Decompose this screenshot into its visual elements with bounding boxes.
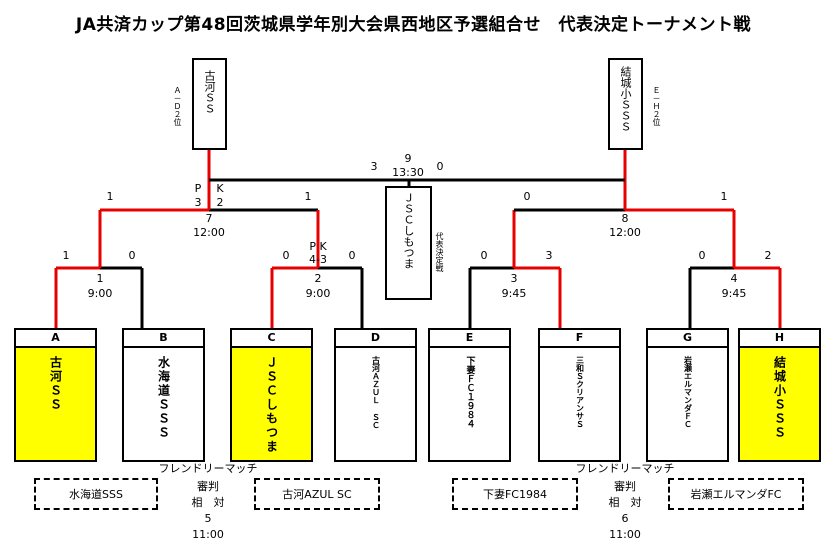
friendly-left-number: 5	[204, 512, 212, 525]
team-h-name: 結城小ＳＳＳ	[772, 356, 787, 440]
team-b-name: 水海道ＳＳＳ	[156, 356, 171, 440]
rep-center-box: ＪＳＣしもつま	[385, 186, 432, 300]
m7-pk-left: 3	[194, 196, 202, 209]
team-h: H 結城小ＳＳＳ	[738, 328, 821, 462]
friendly-left-ref-value: 相 対	[191, 496, 225, 509]
m9-score-left: 3	[370, 160, 378, 173]
team-h-letter: H	[740, 330, 819, 348]
m4-number: 4	[730, 272, 738, 285]
rep-right-name: 結城小ＳＳＳ	[619, 66, 632, 132]
friendly-left-team-a: 水海道SSS	[34, 478, 158, 510]
friendly-right-team-a-name: 下妻FC1984	[482, 488, 547, 501]
m9-number: 9	[404, 152, 412, 165]
rep-center-name: ＪＳＣしもつま	[402, 192, 415, 269]
team-e: E 下妻ＦＣ１９８４	[428, 328, 511, 462]
rep-right-label: Ｅ－Ｈ２位	[652, 86, 661, 126]
team-b: B 水海道ＳＳＳ	[122, 328, 205, 462]
m3-time: 9:45	[501, 287, 527, 300]
m3-score-left: 0	[480, 249, 488, 262]
friendly-right-ref-value: 相 対	[608, 496, 642, 509]
friendly-left-team-b-name: 古河AZUL SC	[282, 488, 352, 501]
m9-score-right: 0	[436, 160, 444, 173]
m1-score-left: 1	[62, 249, 70, 262]
m8-number: 8	[621, 212, 629, 225]
friendly-right-number: 6	[621, 512, 629, 525]
rep-left-label: Ａ－Ｄ２位	[173, 86, 182, 126]
page-title: JA共済カップ第48回茨城県学年別大会県西地区予選組合せ 代表決定トーナメント戦	[75, 15, 752, 35]
m9-time: 13:30	[392, 166, 424, 179]
friendly-left-team-a-name: 水海道SSS	[69, 488, 123, 501]
team-c-name: ＪＳＣしもつま	[264, 356, 279, 454]
team-d: D 古河ＡＺＵＬ ＳＣ	[334, 328, 417, 462]
m7-time: 12:00	[193, 226, 225, 239]
m7-score-right: 1	[304, 190, 312, 203]
m7-pk-label-right: K	[216, 182, 224, 195]
m4-time: 9:45	[721, 287, 747, 300]
friendly-right-team-a: 下妻FC1984	[452, 478, 578, 510]
friendly-left-heading: フレンドリーマッチ	[158, 462, 258, 475]
m1-time: 9:00	[87, 287, 113, 300]
friendly-left-ref-label: 審判	[197, 480, 219, 493]
team-d-letter: D	[336, 330, 415, 348]
team-f: F 三和ＳクリアンサＳ	[538, 328, 621, 462]
m1-number: 1	[96, 272, 104, 285]
m2-score-left: 0	[282, 249, 290, 262]
m3-number: 3	[510, 272, 518, 285]
m2-score-right: 0	[348, 249, 356, 262]
friendly-right-team-b-name: 岩瀬エルマンダFC	[690, 488, 782, 501]
m3-score-right: 3	[545, 249, 553, 262]
team-f-letter: F	[540, 330, 619, 348]
m2-time: 9:00	[305, 287, 331, 300]
friendly-right-ref-label: 審判	[614, 480, 636, 493]
m2-pk-score: 4-3	[309, 253, 327, 266]
team-g-letter: G	[648, 330, 727, 348]
team-b-letter: B	[124, 330, 203, 348]
team-g-name: 岩瀬エルマンダＦＣ	[683, 356, 693, 428]
m4-score-right: 2	[764, 249, 772, 262]
m4-score-left: 0	[698, 249, 706, 262]
team-c-letter: C	[232, 330, 311, 348]
m7-pk-right: 2	[216, 196, 224, 209]
friendly-right-team-b: 岩瀬エルマンダFC	[668, 478, 804, 510]
m8-score-left: 0	[523, 190, 531, 203]
m1-score-right: 0	[128, 249, 136, 262]
team-d-name: 古河ＡＺＵＬ ＳＣ	[371, 356, 381, 429]
team-a-letter: A	[16, 330, 95, 348]
m8-time: 12:00	[609, 226, 641, 239]
rep-left-name: 古河ＳＳ	[203, 70, 216, 114]
m2-pk-label: P K	[309, 240, 327, 253]
rep-center-label: 代表決定戦	[435, 232, 444, 272]
m2-number: 2	[314, 272, 322, 285]
m7-pk-label-left: P	[194, 182, 202, 195]
rep-right-box: 結城小ＳＳＳ	[608, 58, 643, 150]
rep-left-box: 古河ＳＳ	[192, 58, 227, 150]
friendly-left-time: 11:00	[192, 528, 224, 541]
team-c: C ＪＳＣしもつま	[230, 328, 313, 462]
m8-score-right: 1	[720, 190, 728, 203]
m7-score-left: 1	[106, 190, 114, 203]
friendly-right-time: 11:00	[609, 528, 641, 541]
team-a: A 古河ＳＳ	[14, 328, 97, 462]
team-e-letter: E	[430, 330, 509, 348]
team-a-name: 古河ＳＳ	[48, 356, 63, 412]
team-e-name: 下妻ＦＣ１９８４	[464, 356, 475, 428]
friendly-right-heading: フレンドリーマッチ	[575, 462, 675, 475]
m7-number: 7	[205, 212, 213, 225]
team-g: G 岩瀬エルマンダＦＣ	[646, 328, 729, 462]
team-f-name: 三和ＳクリアンサＳ	[575, 356, 585, 428]
friendly-left-team-b: 古河AZUL SC	[254, 478, 380, 510]
